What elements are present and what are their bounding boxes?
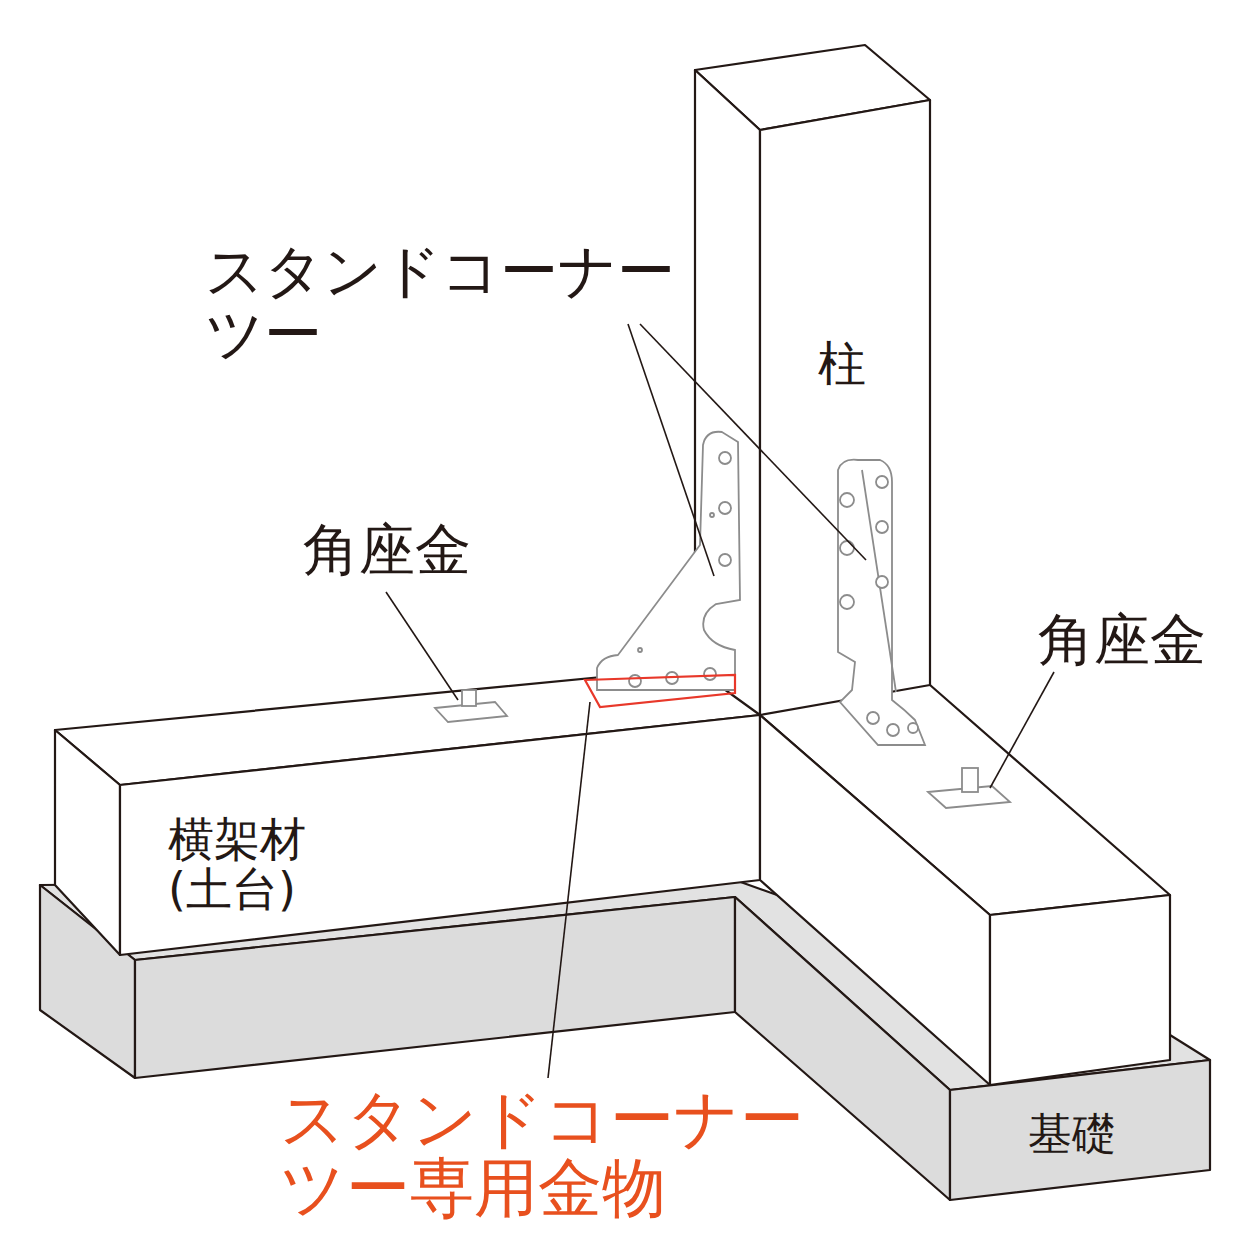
highlight-label: スタンドコーナー ツー専用金物	[280, 1085, 820, 1223]
square-washers	[435, 690, 1010, 808]
part-label: スタンドコーナー ツー	[205, 240, 705, 365]
right-bracket	[838, 460, 925, 745]
part-label: 横架材 (土台)	[168, 815, 328, 914]
sill-beam	[55, 668, 1170, 1085]
part-label: 基礎	[1028, 1110, 1116, 1158]
part-label: 柱	[818, 338, 866, 390]
highlight-frame	[585, 675, 735, 707]
leader-lines	[386, 324, 1054, 1078]
left-bracket	[597, 432, 740, 690]
column	[695, 45, 930, 715]
part-label: 角座金	[303, 520, 471, 580]
part-label: 角座金	[1038, 610, 1206, 670]
